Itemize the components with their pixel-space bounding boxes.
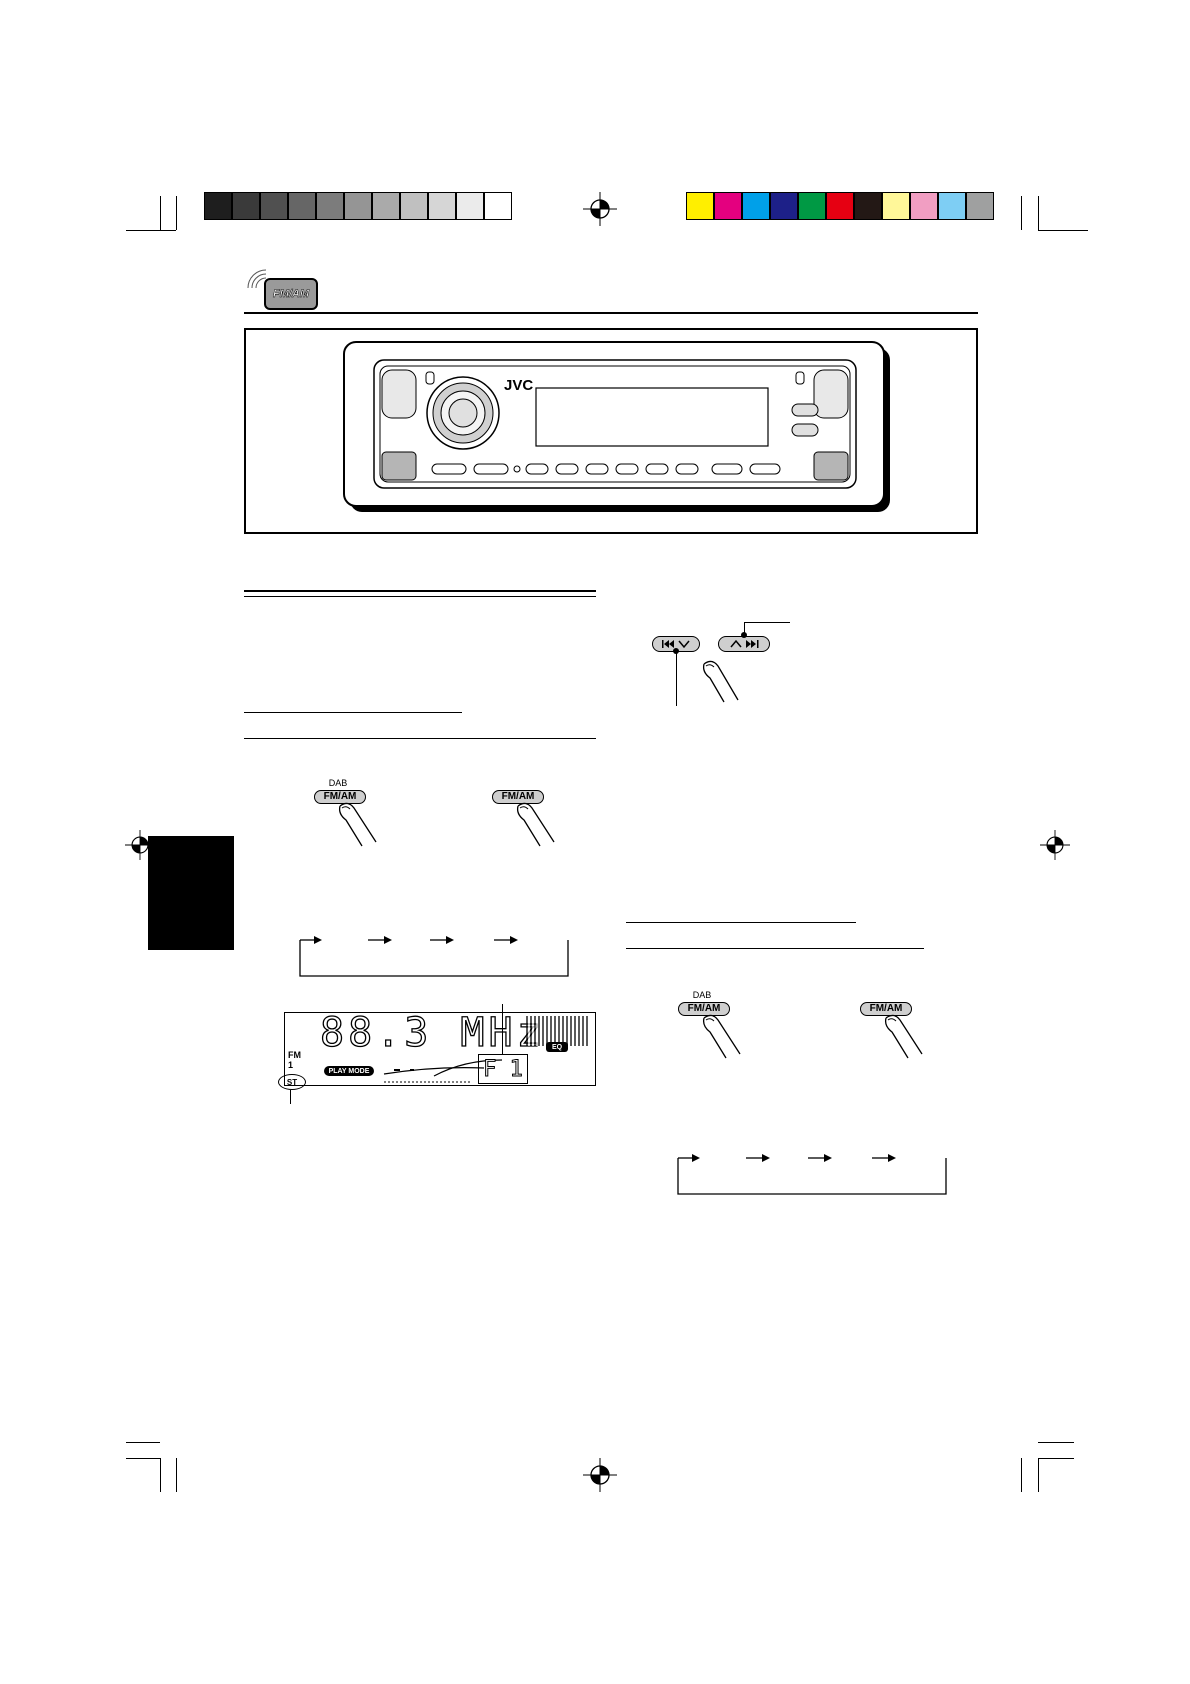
stereo-callout-line <box>290 1090 291 1104</box>
registration-mark-icon <box>125 830 155 860</box>
callout-dot <box>741 632 747 638</box>
fm-am-button[interactable] <box>678 1002 730 1016</box>
skip-forward-callout-v <box>744 622 745 636</box>
left-section-rule <box>244 590 596 592</box>
fm-am-button-right[interactable]: FM/AM <box>490 778 570 848</box>
finger-press-icon <box>702 1014 741 1059</box>
left-section-rule-thin <box>244 596 596 597</box>
band-indicator: FM <box>288 1050 301 1060</box>
dab-fm-am-button-left[interactable]: DAB FM/AM <box>312 778 392 848</box>
fm-am-button-label: FM/AM <box>687 1003 721 1014</box>
header-rule <box>244 312 978 314</box>
play-mode-indicator: PLAY MODE <box>324 1066 374 1076</box>
calibration-swatch <box>882 192 910 220</box>
lcd-display <box>284 1012 596 1086</box>
skip-back-icon <box>662 640 690 649</box>
lcd-segment-decor <box>383 1059 503 1083</box>
fm-am-button-label: FM/AM <box>323 791 357 802</box>
calibration-swatch <box>484 192 512 220</box>
skip-forward-callout <box>744 622 790 623</box>
language-side-tab <box>148 836 234 950</box>
frequency-readout: 88.3 MHz <box>319 1009 545 1056</box>
registration-mark-icon <box>583 1458 617 1492</box>
preset-callout-line <box>502 1004 503 1054</box>
calibration-swatch <box>686 192 714 220</box>
right-subsection-rule <box>626 948 924 949</box>
calibration-swatch <box>910 192 938 220</box>
registration-mark-icon <box>583 192 617 226</box>
fm-am-button[interactable] <box>314 790 366 804</box>
calibration-swatch <box>372 192 400 220</box>
dab-label: DAB <box>692 990 712 1000</box>
left-subsection-rule <box>244 738 596 739</box>
right-subheading-underline <box>626 922 856 923</box>
calibration-swatch <box>714 192 742 220</box>
calibration-swatch <box>770 192 798 220</box>
preset-label: F 1 <box>483 1056 524 1082</box>
play-mode-label: PLAY MODE <box>328 1067 370 1075</box>
calibration-swatch <box>316 192 344 220</box>
fm-am-button-label: FM/AM <box>501 791 535 802</box>
calibration-swatch <box>742 192 770 220</box>
dab-label: DAB <box>328 778 348 788</box>
stereo-label: ST <box>286 1077 298 1087</box>
calibration-swatch <box>456 192 484 220</box>
left-subheading-underline <box>244 712 462 713</box>
calibration-swatch <box>232 192 260 220</box>
finger-press-icon <box>702 660 739 703</box>
calibration-swatch <box>344 192 372 220</box>
band-number: 1 <box>288 1060 294 1070</box>
dab-fm-am-button-left[interactable]: DAB FM/AM <box>676 990 756 1060</box>
fm-am-button-right[interactable]: FM/AM <box>858 990 938 1060</box>
eq-label: EQ <box>551 1043 563 1051</box>
calibration-swatch <box>798 192 826 220</box>
fm-am-button-label: FM/AM <box>869 1003 903 1014</box>
finger-press-icon <box>338 802 377 847</box>
radio-wave-icon <box>247 269 267 289</box>
band-cycle-diagram <box>677 1154 947 1195</box>
skip-forward-button[interactable] <box>718 636 770 652</box>
eq-badge: EQ <box>546 1042 568 1052</box>
calibration-swatch <box>938 192 966 220</box>
calibration-swatch <box>966 192 994 220</box>
unit-illustration-frame <box>244 328 978 534</box>
callout-dot <box>673 648 679 654</box>
skip-back-button[interactable] <box>652 636 700 652</box>
eq-spectrum <box>526 1016 588 1046</box>
calibration-swatch <box>260 192 288 220</box>
calibration-swatch <box>854 192 882 220</box>
stereo-indicator: ST <box>278 1074 306 1090</box>
skip-forward-icon <box>730 639 759 648</box>
fm-am-button[interactable] <box>860 1002 912 1016</box>
car-receiver-illustration: JVC <box>343 341 890 512</box>
calibration-swatch <box>826 192 854 220</box>
band-cycle-diagram <box>299 936 569 977</box>
calibration-swatch <box>288 192 316 220</box>
calibration-swatch <box>400 192 428 220</box>
calibration-swatch <box>428 192 456 220</box>
finger-press-icon <box>884 1014 923 1059</box>
unit-brand-logo: JVC <box>504 377 533 394</box>
fm-am-source-badge: FM/AM <box>264 278 318 310</box>
fm-am-badge-label: FM/AM <box>272 288 310 301</box>
skip-back-callout-v <box>676 650 677 706</box>
preset-box: F 1 <box>478 1054 528 1084</box>
registration-mark-icon <box>1040 830 1070 860</box>
calibration-swatch <box>204 192 232 220</box>
finger-press-icon <box>516 802 555 847</box>
fm-am-button[interactable] <box>492 790 544 804</box>
